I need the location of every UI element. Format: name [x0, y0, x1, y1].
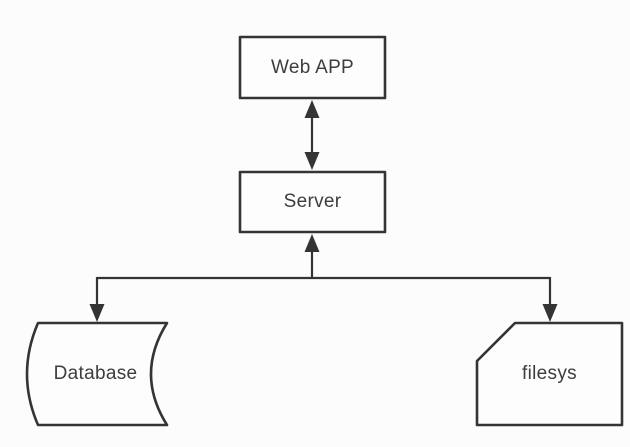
arrowhead-down-icon — [542, 304, 558, 322]
arrowhead-up-icon — [304, 100, 320, 118]
web-app-label: Web APP — [270, 56, 355, 78]
database-label: Database — [53, 363, 138, 384]
arrowhead-up-icon — [304, 234, 320, 252]
filesys-label: filesys — [522, 363, 577, 384]
arrowhead-down-icon — [89, 304, 105, 322]
filesys-shape — [475, 321, 624, 427]
server-box — [238, 170, 387, 234]
server-label: Server — [283, 191, 342, 212]
arrowhead-down-icon — [304, 152, 320, 170]
web-app-box — [238, 35, 387, 100]
database-shape — [25, 321, 169, 427]
